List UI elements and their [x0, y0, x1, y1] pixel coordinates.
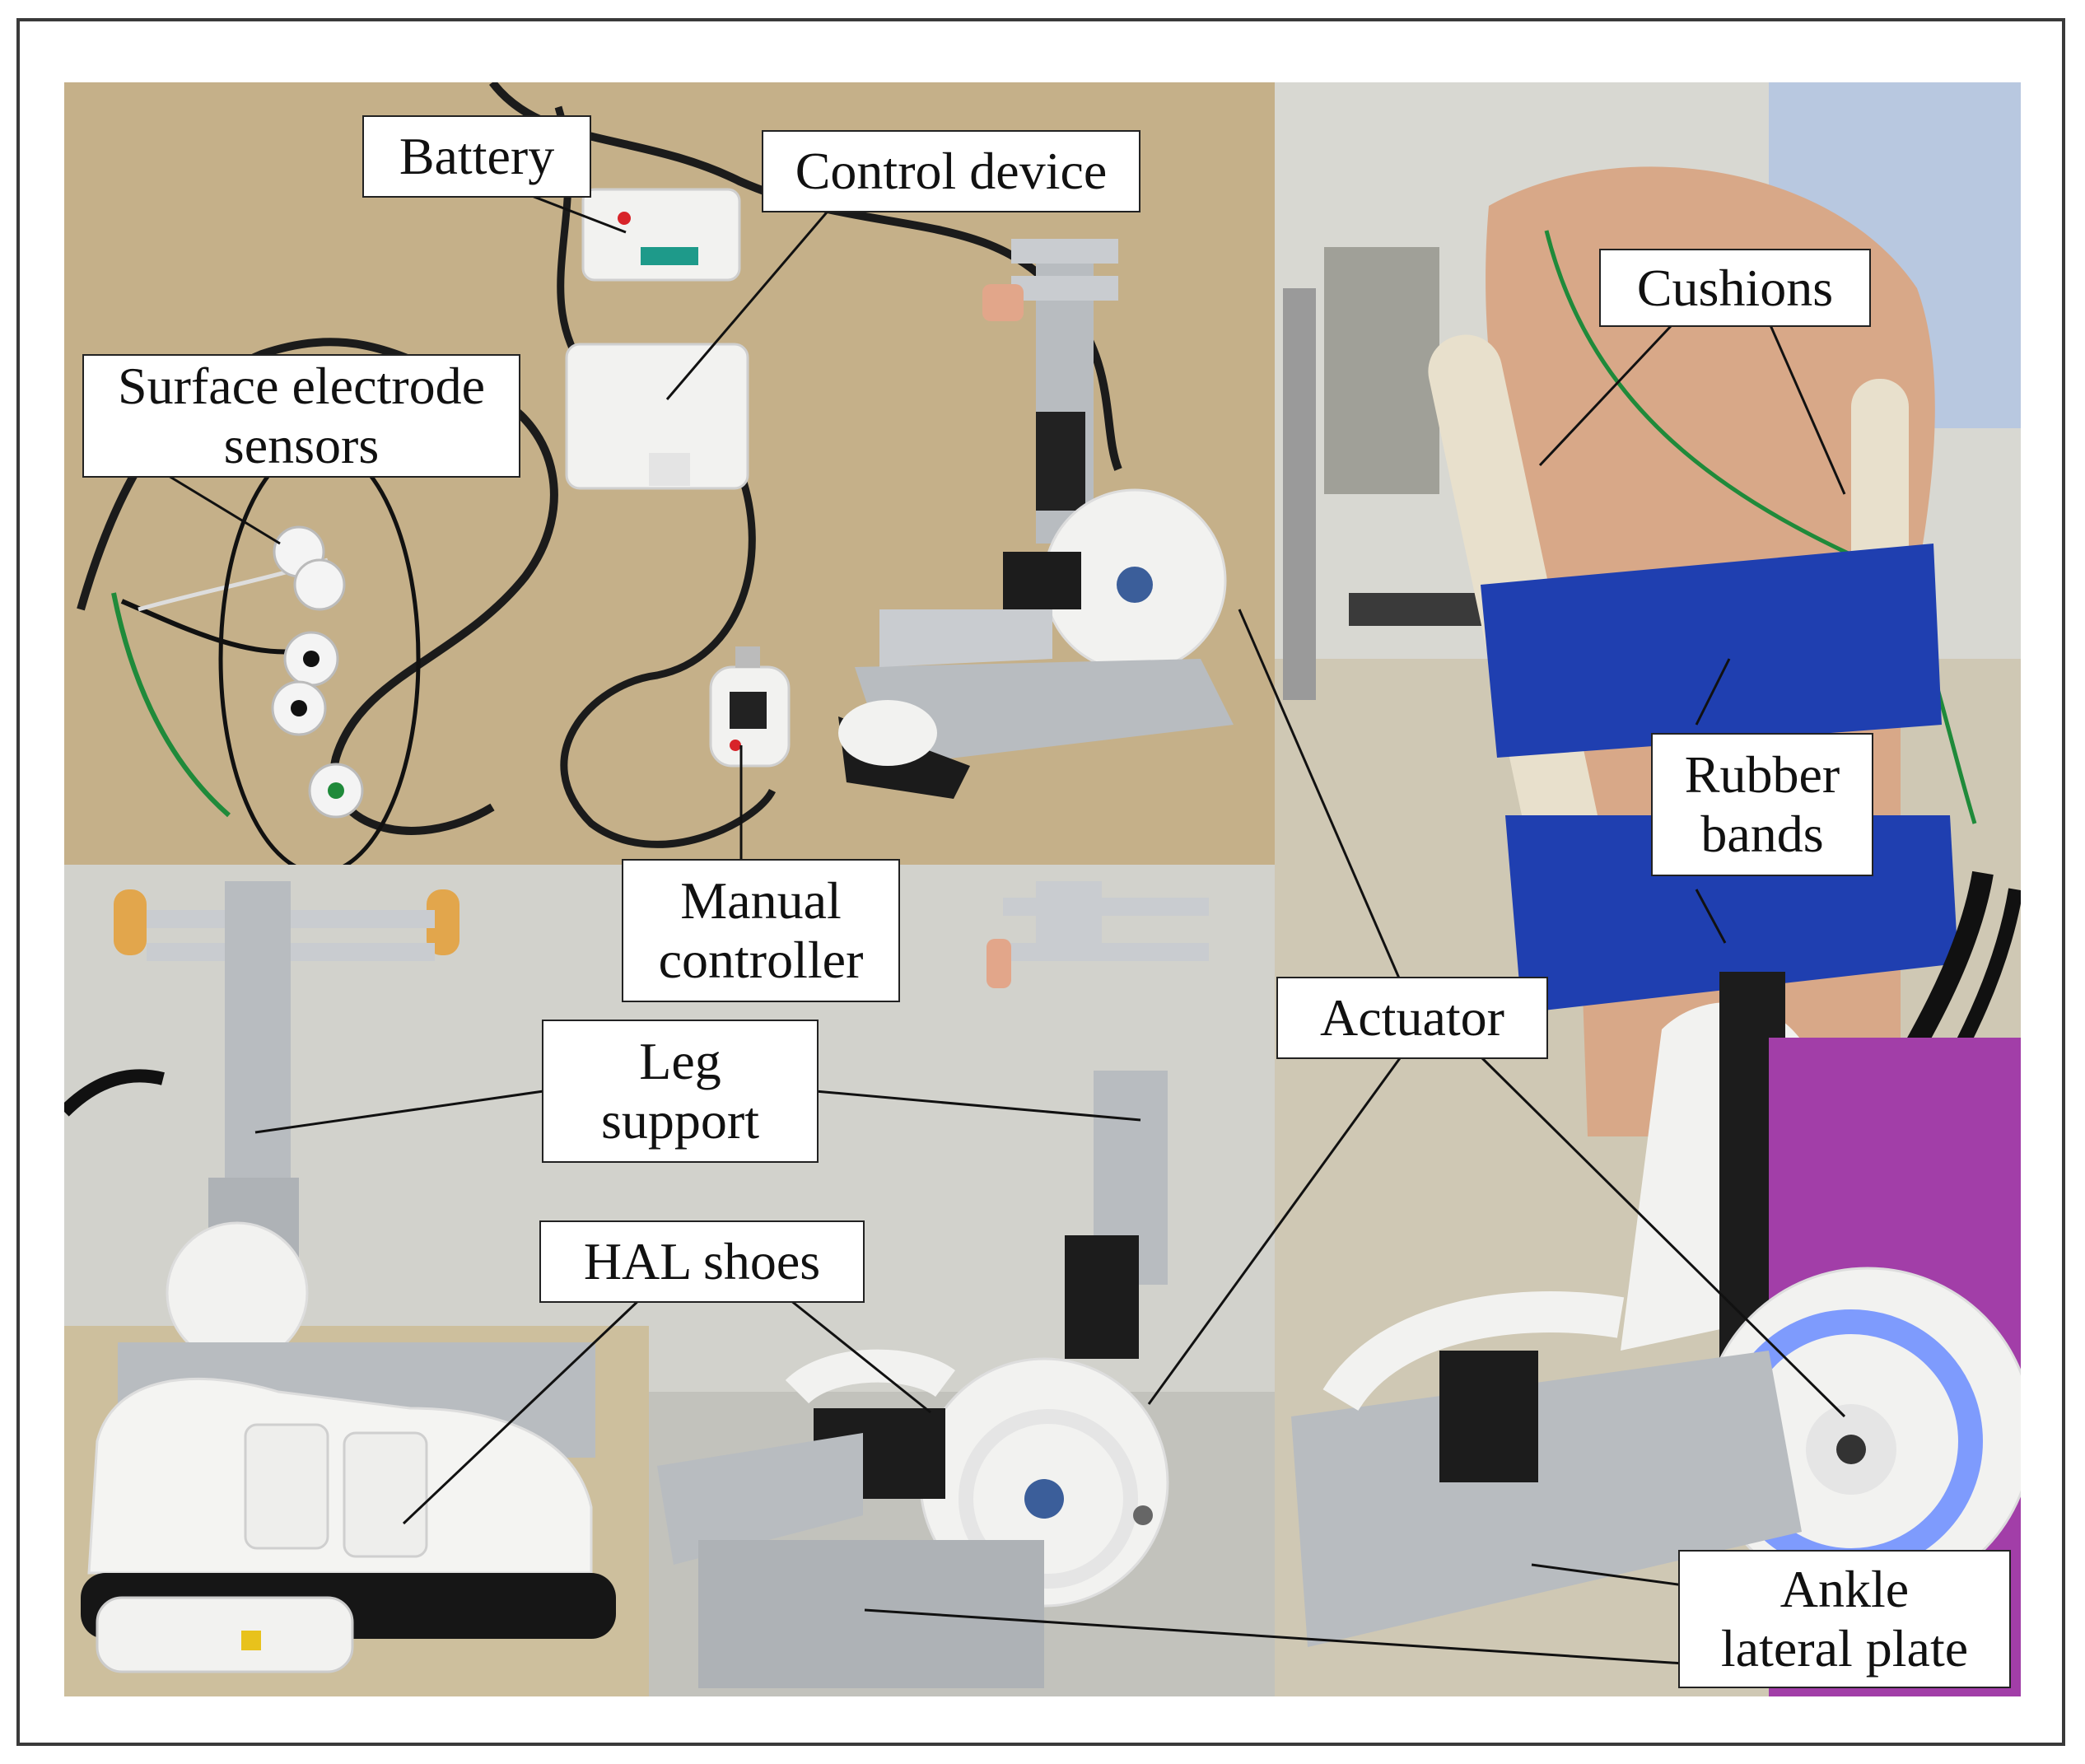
label-surface-electrode-line1: Surface electrode [118, 357, 485, 415]
label-leg-support-line2: support [601, 1091, 759, 1150]
electrode-pads [271, 525, 364, 819]
label-leg-support: Leg support [542, 1020, 819, 1163]
label-rubber-bands: Rubber bands [1651, 733, 1873, 876]
label-actuator: Actuator [1276, 977, 1548, 1059]
label-control-device: Control device [762, 130, 1140, 212]
label-ankle-lateral-plate: Ankle lateral plate [1678, 1550, 2011, 1688]
label-ankle-lateral-plate-line1: Ankle [1779, 1560, 1910, 1618]
label-manual-controller: Manual controller [622, 859, 900, 1002]
label-surface-electrode-line2: sensors [223, 416, 380, 474]
label-rubber-bands-line2: bands [1700, 805, 1824, 863]
label-actuator-text: Actuator [1320, 988, 1504, 1047]
label-cushions-text: Cushions [1636, 258, 1834, 317]
label-control-device-text: Control device [795, 142, 1108, 200]
label-hal-shoes: HAL shoes [539, 1220, 865, 1303]
label-battery-text: Battery [399, 127, 555, 185]
label-manual-controller-line2: controller [658, 931, 864, 989]
label-leg-support-line1: Leg [639, 1032, 721, 1090]
label-ankle-lateral-plate-line2: lateral plate [1720, 1619, 1969, 1678]
label-surface-electrode-sensors: Surface electrode sensors [82, 354, 520, 478]
label-rubber-bands-line1: Rubber [1684, 745, 1840, 804]
label-hal-shoes-text: HAL shoes [583, 1232, 821, 1290]
figure-frame [16, 18, 2065, 1746]
label-manual-controller-line1: Manual [680, 871, 842, 930]
label-cushions: Cushions [1599, 249, 1871, 327]
label-battery: Battery [362, 115, 591, 198]
